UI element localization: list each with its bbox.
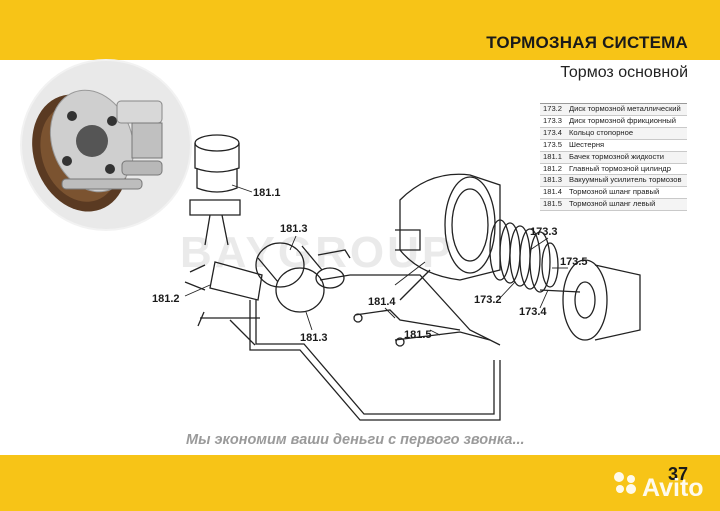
legend-code: 181.2 — [543, 163, 563, 173]
callout-181-5: 181.5 — [404, 329, 432, 341]
callout-181-4: 181.4 — [368, 296, 396, 308]
callout-181-2: 181.2 — [152, 293, 180, 305]
legend-row: 181.4 Тормозной шланг правый — [540, 187, 687, 200]
callout-181-3-top: 181.3 — [280, 223, 308, 235]
avito-wordmark: Avito — [642, 474, 704, 502]
legend-code: 173.2 — [543, 104, 563, 113]
legend-name: Тормозной шланг левый — [569, 199, 656, 209]
callout-173-3: 173.3 — [530, 226, 558, 238]
callout-181-3-bottom: 181.3 — [300, 332, 328, 344]
legend-name: Шестерня — [569, 139, 605, 149]
legend-name: Тормозной шланг правый — [569, 187, 660, 197]
legend-row: 173.4 Кольцо стопорное — [540, 127, 687, 140]
hub-flange — [539, 259, 641, 341]
watermark: BAYGROUP — [180, 228, 455, 277]
footer-band — [0, 455, 720, 511]
legend-row: 181.2 Главный тормозной цилиндр — [540, 163, 687, 176]
page-title: ТОРМОЗНАЯ СИСТЕМА — [486, 33, 688, 52]
legend-row: 173.5 Шестерня — [540, 139, 687, 152]
legend-row: 173.2 Диск тормозной металлический — [540, 104, 687, 116]
legend-name: Главный тормозной цилиндр — [569, 163, 671, 173]
legend-code: 181.5 — [543, 199, 563, 209]
brake-disc-stack — [489, 219, 559, 293]
callout-173-2: 173.2 — [474, 294, 502, 306]
legend-name: Бачек тормозной жидкости — [569, 151, 664, 161]
legend-name: Диск тормозной фрикционный — [569, 115, 676, 125]
legend-code: 173.4 — [543, 127, 563, 137]
legend-code: 181.1 — [543, 151, 563, 161]
legend-code: 173.3 — [543, 115, 563, 125]
brake-parts-photo — [32, 89, 163, 212]
legend-name: Диск тормозной металлический — [569, 104, 681, 113]
brake-hoses — [353, 309, 491, 347]
legend-code: 181.3 — [543, 175, 563, 185]
slogan: Мы экономим ваши деньги с первого звонка… — [186, 432, 525, 448]
brake-lines — [229, 274, 501, 421]
legend-row: 181.5 Тормозной шланг левый — [540, 199, 687, 212]
page-number: 37 — [667, 464, 688, 484]
product-photo — [22, 61, 190, 229]
legend-row: 181.1 Бачек тормозной жидкости — [540, 151, 687, 164]
fluid-reservoir — [189, 134, 241, 246]
axle-housing — [395, 173, 501, 301]
avito-logo: Avito — [612, 470, 704, 503]
leader-lines — [184, 184, 568, 336]
legend-name: Вакуумный усилитель тормозов — [569, 175, 682, 185]
callout-173-5: 173.5 — [560, 256, 588, 268]
parts-legend: 173.2 Диск тормозной металлический 173.3… — [540, 103, 687, 212]
callout-173-4: 173.4 — [519, 306, 547, 318]
callout-181-1: 181.1 — [253, 187, 281, 199]
legend-code: 181.4 — [543, 187, 563, 197]
header-band — [0, 0, 720, 60]
avito-dots-icon — [612, 470, 642, 503]
brake-booster — [255, 242, 351, 313]
page-subtitle: Тормоз основной — [560, 64, 688, 81]
legend-name: Кольцо стопорное — [569, 127, 634, 137]
legend-code: 173.5 — [543, 139, 563, 149]
legend-row: 181.3 Вакуумный усилитель тормозов — [540, 175, 687, 188]
legend-row: 173.3 Диск тормозной фрикционный — [540, 115, 687, 128]
